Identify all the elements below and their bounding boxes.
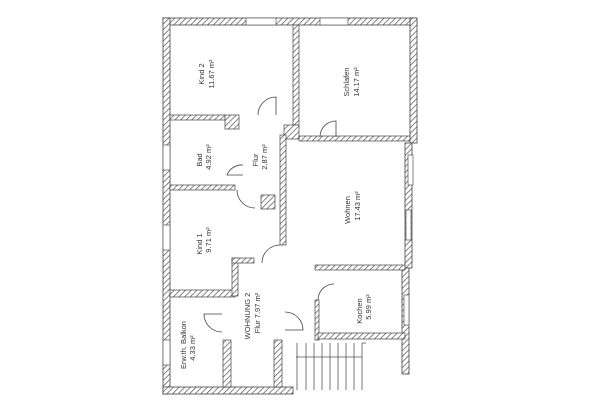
door-swings [203,96,337,333]
room-label-bad: Bad [195,153,204,166]
staircase [296,342,366,390]
room-label-kochen: Kochen [355,298,364,323]
room-label-flur2: WOHNUNG 2 [243,293,252,340]
room-area-flur2: Flur 7.97 m² [253,292,262,333]
room-label-balkon: Erw.th. Balkon [179,321,188,369]
room-area-balkon: 4.33 m² [188,335,197,361]
interior-walls [169,24,411,388]
room-label-kind1: Kind 1 [195,233,204,254]
room-area-kind1: 9.71 m² [204,227,213,253]
room-label-flur1: Flur [251,153,260,166]
room-area-wohnen: 17.43 m² [353,191,362,221]
room-area-bad: 4.92 m² [204,144,213,170]
room-area-flur1: 2.87 m² [260,144,269,170]
room-labels: Kind 2 11.67 m² Schlafen 14.17 m² Bad 4.… [179,59,373,369]
room-area-schlafen: 14.17 m² [352,67,361,97]
room-label-schlafen: Schlafen [342,67,351,96]
room-label-kind2: Kind 2 [197,63,206,84]
windows [162,17,414,366]
room-area-kind2: 11.67 m² [207,59,216,89]
room-area-kochen: 5.99 m² [364,294,373,320]
room-label-wohnen: Wohnen [343,196,352,224]
